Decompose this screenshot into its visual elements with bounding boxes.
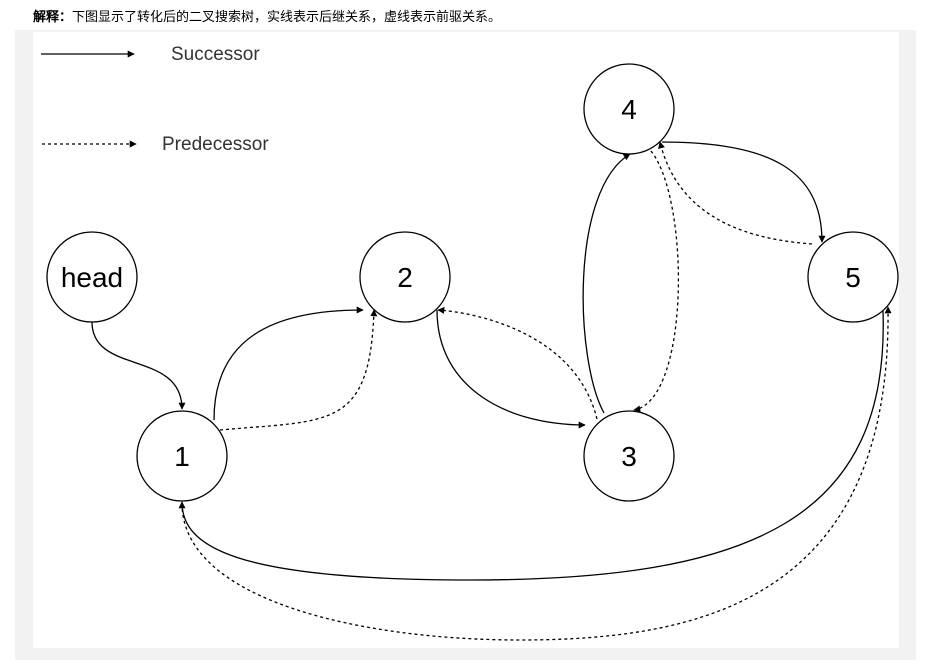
- edge-3-to-4-successor: [582, 153, 631, 414]
- edge-head-to-1: [91, 321, 186, 410]
- legend-successor-label: Successor: [171, 44, 260, 65]
- edge-5-to-4-predecessor: [658, 141, 813, 245]
- node-3-circle: [583, 410, 675, 502]
- edge-1-to-5-predecessor: [181, 306, 892, 641]
- node-head-circle: [46, 231, 138, 323]
- node-3: 3: [583, 410, 675, 502]
- node-4-label: 4: [621, 94, 637, 125]
- edge-1-to-2-successor: [213, 306, 364, 421]
- successor-edges: [91, 141, 884, 581]
- edge-5-to-1-successor: [178, 310, 884, 581]
- node-1-circle: [136, 410, 228, 502]
- legend: Successor Predecessor: [41, 44, 269, 155]
- node-5-label: 5: [845, 262, 861, 293]
- node-2-circle: [359, 231, 451, 323]
- node-head-label: head: [61, 262, 123, 293]
- node-5-circle: [807, 231, 899, 323]
- edge-3-to-2-predecessor: [437, 306, 598, 420]
- node-4-circle: [583, 63, 675, 155]
- node-head: head: [46, 231, 138, 323]
- node-3-label: 3: [621, 441, 637, 472]
- edge-4-to-5-successor: [661, 141, 826, 243]
- edge-2-to-3-successor: [436, 309, 586, 429]
- diagram-canvas: [33, 32, 899, 648]
- node-4: 4: [583, 63, 675, 155]
- explanation-text: 解释：下图显示了转化后的二叉搜索树，实线表示后继关系，虚线表示前驱关系。: [33, 8, 501, 28]
- node-1-label: 1: [174, 441, 190, 472]
- node-1: 1: [136, 410, 228, 502]
- node-2-label: 2: [397, 262, 413, 293]
- edge-4-to-3-predecessor: [633, 150, 680, 413]
- legend-predecessor-label: Predecessor: [162, 134, 269, 155]
- node-2: 2: [359, 231, 451, 323]
- predecessor-edges: [181, 141, 892, 641]
- explanation-label: 解释：: [33, 10, 73, 25]
- explanation-body: 下图显示了转化后的二叉搜索树，实线表示后继关系，虚线表示前驱关系。: [72, 10, 502, 25]
- node-5: 5: [807, 231, 899, 323]
- edge-1-to-2-predecessor: [219, 309, 378, 431]
